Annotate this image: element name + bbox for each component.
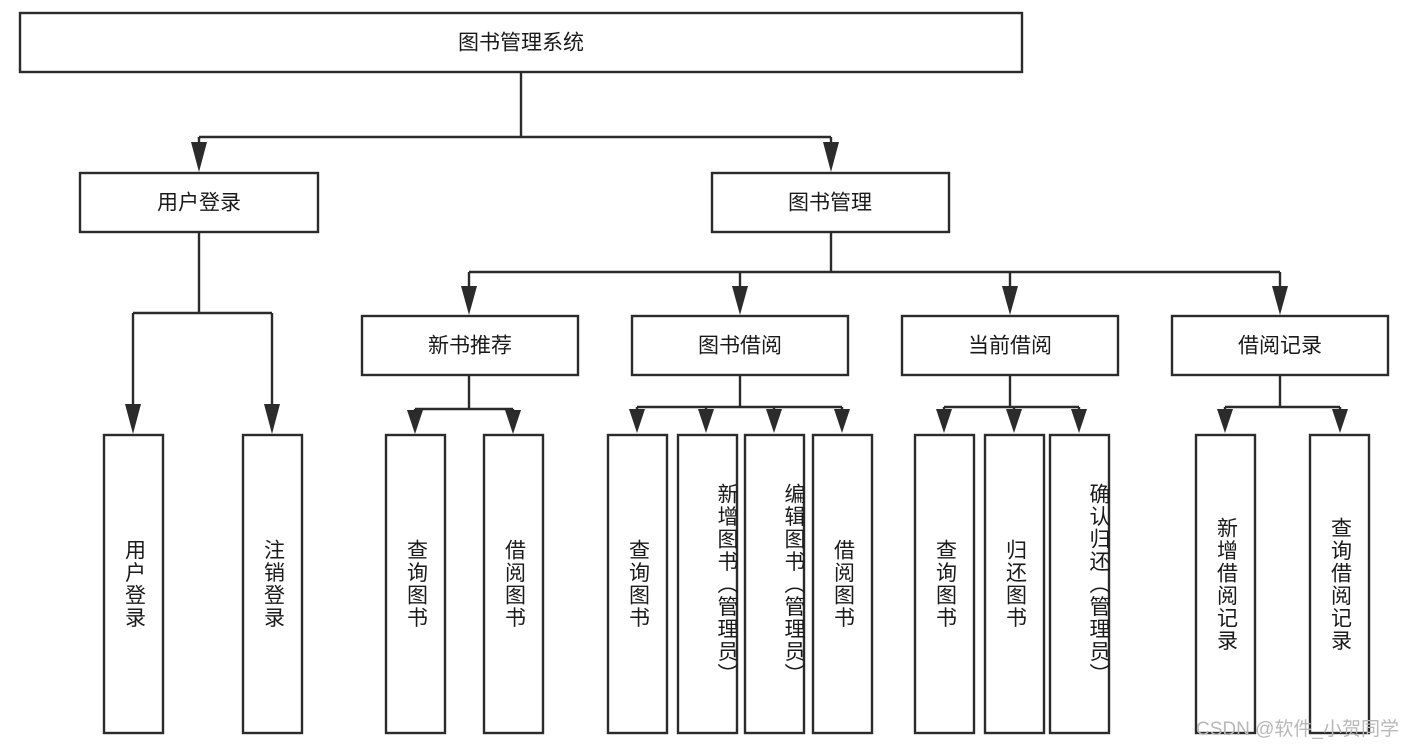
arrow-head-icon	[766, 409, 782, 433]
arrow-head-icon	[834, 409, 850, 433]
node-leaf-confirm-return[interactable]	[1048, 433, 1111, 735]
node-user-login[interactable]	[78, 171, 320, 234]
node-new-book-recommend-label: 新书推荐	[428, 335, 512, 358]
node-root-system-label: 图书管理系统	[458, 32, 584, 55]
connector-currentborrow-to-leaves	[936, 375, 1087, 433]
arrow-head-icon	[732, 286, 748, 315]
node-leaf-query-book-2[interactable]	[606, 433, 669, 735]
connector-newbook-to-leaves	[407, 375, 521, 434]
node-leaf-add-book[interactable]	[676, 433, 739, 735]
arrow-head-icon	[1272, 286, 1288, 315]
node-book-management-label: 图书管理	[788, 192, 872, 215]
node-new-book-recommend[interactable]	[360, 314, 580, 377]
node-user-login-label: 用户登录	[157, 192, 241, 215]
arrow-head-icon	[264, 404, 280, 434]
node-leaf-query-book-1-label: 查询图书	[404, 539, 428, 629]
node-leaf-add-record-label: 新增借阅记录	[1214, 516, 1238, 652]
arrow-head-icon	[1332, 409, 1348, 433]
node-leaf-query-record-label: 查询借阅记录	[1328, 516, 1352, 652]
node-leaf-query-record[interactable]	[1308, 433, 1371, 735]
node-book-borrow[interactable]	[630, 314, 850, 377]
arrow-head-icon	[505, 410, 521, 434]
node-leaf-borrow-book-1[interactable]	[482, 433, 545, 735]
node-leaf-query-book-2-label: 查询图书	[626, 539, 650, 629]
node-book-management[interactable]	[710, 171, 951, 234]
node-leaf-borrow-book-2[interactable]	[811, 433, 874, 735]
connector-bookmgmt-to-level3	[461, 232, 1288, 315]
arrow-head-icon	[1002, 286, 1018, 315]
node-leaf-query-book-3-label: 查询图书	[933, 539, 957, 629]
arrow-head-icon	[823, 142, 839, 172]
arrow-head-icon	[125, 404, 141, 434]
node-leaf-edit-book[interactable]	[743, 433, 806, 735]
connector-bookborrow-to-leaves	[629, 375, 850, 433]
node-leaf-edit-book-label: 编辑图书（管理员）	[782, 482, 805, 686]
node-current-borrow-label: 当前借阅	[968, 335, 1052, 358]
arrow-head-icon	[461, 286, 477, 315]
node-root-system[interactable]	[18, 11, 1024, 74]
node-borrow-record-label: 借阅记录	[1238, 335, 1322, 358]
csdn-watermark: CSDN @软件_小贺同学	[1196, 719, 1399, 740]
node-leaf-borrow-book-2-label: 借阅图书	[831, 539, 855, 629]
arrow-head-icon	[1006, 409, 1022, 433]
node-borrow-record[interactable]	[1170, 314, 1390, 377]
arrow-head-icon	[1071, 409, 1087, 433]
node-leaf-return-book[interactable]	[983, 433, 1046, 735]
node-leaf-user-login-label: 用户登录	[122, 539, 146, 629]
arrow-head-icon	[936, 409, 952, 433]
node-leaf-confirm-return-label: 确认归还（管理员）	[1087, 482, 1110, 686]
node-leaf-add-record[interactable]	[1194, 433, 1257, 735]
node-leaf-query-book-1[interactable]	[384, 433, 447, 735]
node-leaf-query-book-3[interactable]	[913, 433, 976, 735]
arrow-head-icon	[1217, 409, 1233, 433]
node-book-borrow-label: 图书借阅	[698, 335, 782, 358]
connector-borrowrecord-to-leaves	[1217, 375, 1348, 433]
connector-userlogin-to-leaves	[125, 232, 280, 434]
arrow-head-icon	[407, 410, 423, 434]
arrow-head-icon	[191, 142, 207, 172]
node-leaf-logout-login-label: 注销登录	[261, 539, 285, 629]
node-leaf-user-login[interactable]	[102, 433, 165, 735]
node-current-borrow[interactable]	[900, 314, 1120, 377]
arrow-head-icon	[629, 409, 645, 433]
node-leaf-add-book-label: 新增图书（管理员）	[715, 482, 738, 686]
node-leaf-borrow-book-1-label: 借阅图书	[502, 539, 526, 629]
arrow-head-icon	[698, 409, 714, 433]
connector-root-to-level2	[191, 72, 839, 172]
node-leaf-return-book-label: 归还图书	[1003, 539, 1027, 629]
node-leaf-logout-login[interactable]	[241, 433, 304, 735]
